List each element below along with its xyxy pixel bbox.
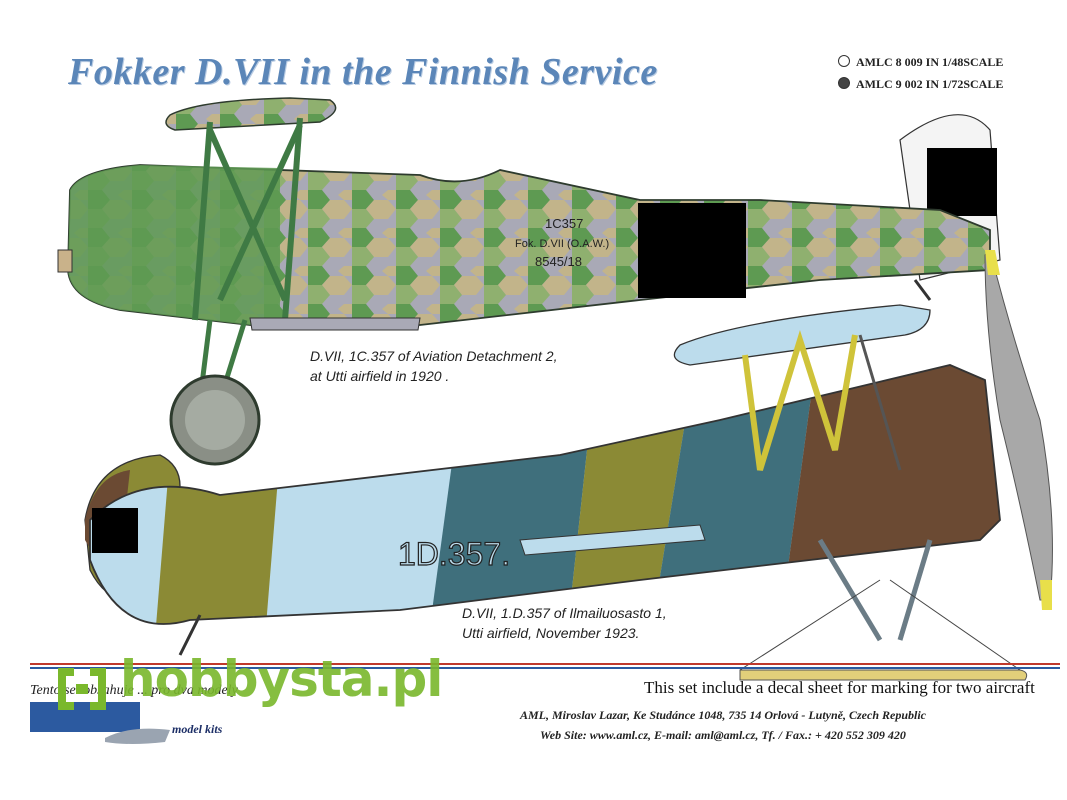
hobbysta-logo-icon [58,668,106,710]
page-title: Fokker D.VII in the Finnish Service [68,51,658,93]
rudder-cross-blackout [92,508,138,553]
scale-label-2: AMLC 9 002 IN 1/72SCALE [856,77,1004,91]
brand-tagline: model kits [172,722,223,736]
fuselage-cross-blackout [638,203,746,298]
marking-1c357: 1C357 [545,216,583,231]
company-contact: Web Site: www.aml.cz, E-mail: aml@aml.cz… [540,728,906,742]
english-description: This set include a decal sheet for marki… [644,678,1035,697]
fin-cross-blackout [927,148,997,216]
marking-1d357: 1D.357. [398,536,510,572]
aircraft-1-profile: 1C357 Fok. D.VII (O.A.W.) 8545/18 [57,97,1001,466]
marking-8545: 8545/18 [535,254,582,269]
caption-aircraft-2-line1: D.VII, 1.D.357 of Ilmailuosasto 1, [462,605,667,621]
aml-logo [30,702,170,744]
open-circle-icon [838,55,850,67]
company-address: AML, Miroslav Lazar, Ke Studánce 1048, 7… [520,708,927,722]
scale-option-1-72: AMLC 9 002 IN 1/72SCALE [838,77,1003,92]
marking-fok-dvii: Fok. D.VII (O.A.W.) [515,238,609,250]
watermark-text: hobbysta.pl [120,650,443,708]
footer-divider [30,663,1060,669]
caption-aircraft-2-line2: Utti airfield, November 1923. [462,625,640,641]
filled-circle-icon [838,77,850,89]
caption-aircraft-1-line2: at Utti airfield in 1920 . [310,368,450,384]
scale-option-1-48: AMLC 8 009 IN 1/48SCALE [838,55,1003,70]
scale-label-1: AMLC 8 009 IN 1/48SCALE [856,55,1004,69]
caption-aircraft-1-line1: D.VII, 1C.357 of Aviation Detachment 2, [310,348,558,364]
